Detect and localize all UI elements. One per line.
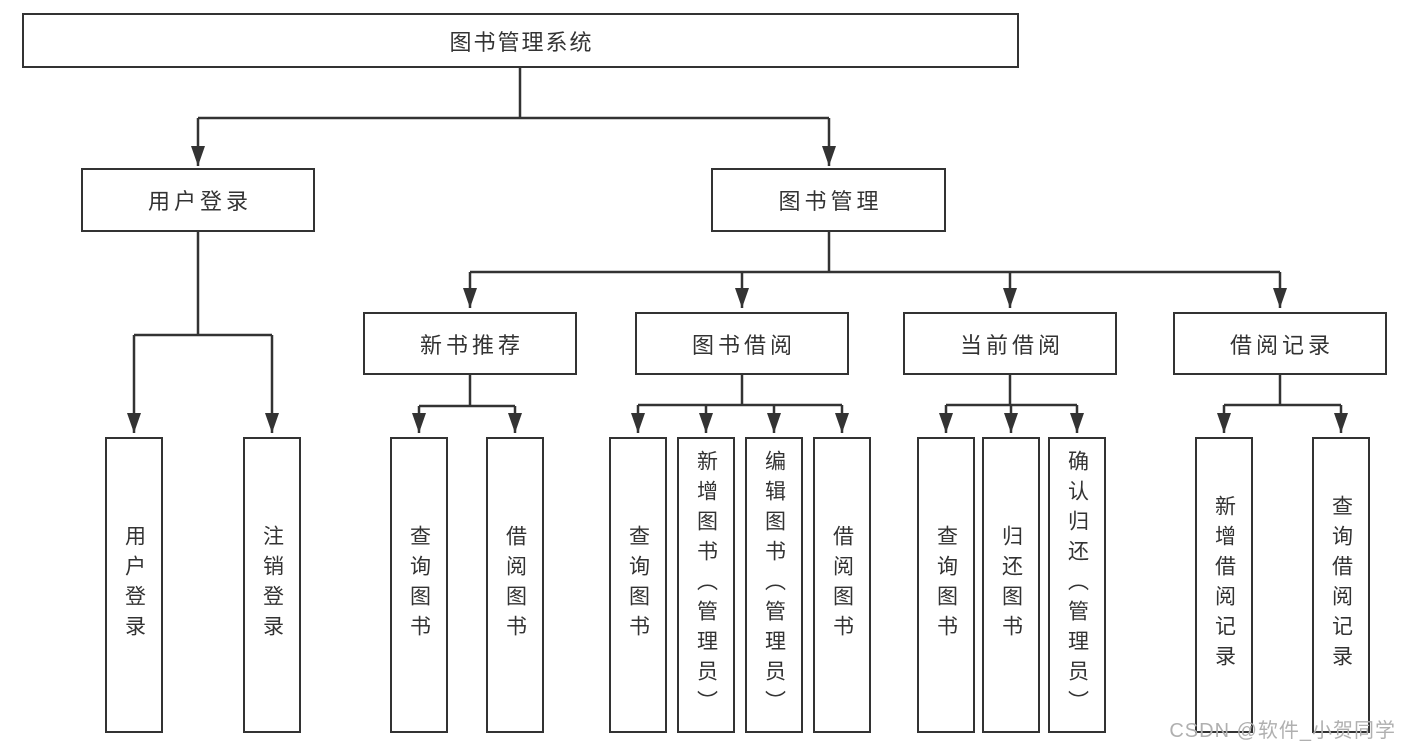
node-current-borrow: 当前借阅: [903, 312, 1117, 375]
leaf-add-borrow-record: 新增借阅记录: [1195, 437, 1253, 733]
leaf-confirm-return-admin: 确认归还（管理员）: [1048, 437, 1106, 733]
leaf-query-books-borrow: 查询图书: [609, 437, 667, 733]
leaf-logout-login: 注销登录: [243, 437, 301, 733]
node-borrow-record: 借阅记录: [1173, 312, 1387, 375]
node-user-login: 用户登录: [81, 168, 315, 232]
csdn-watermark: CSDN @软件_小贺同学: [1169, 720, 1396, 742]
leaf-query-borrow-record: 查询借阅记录: [1312, 437, 1370, 733]
leaf-user-login: 用户登录: [105, 437, 163, 733]
leaf-return-books: 归还图书: [982, 437, 1040, 733]
node-book-borrow: 图书借阅: [635, 312, 849, 375]
leaf-add-books-admin: 新增图书（管理员）: [677, 437, 735, 733]
leaf-query-books-current: 查询图书: [917, 437, 975, 733]
leaf-query-books-recommend: 查询图书: [390, 437, 448, 733]
node-book-management: 图书管理: [711, 168, 946, 232]
leaf-edit-books-admin: 编辑图书（管理员）: [745, 437, 803, 733]
leaf-borrow-books-recommend: 借阅图书: [486, 437, 544, 733]
node-new-book-recommend: 新书推荐: [363, 312, 577, 375]
leaf-borrow-books: 借阅图书: [813, 437, 871, 733]
node-library-management-system: 图书管理系统: [22, 13, 1019, 68]
